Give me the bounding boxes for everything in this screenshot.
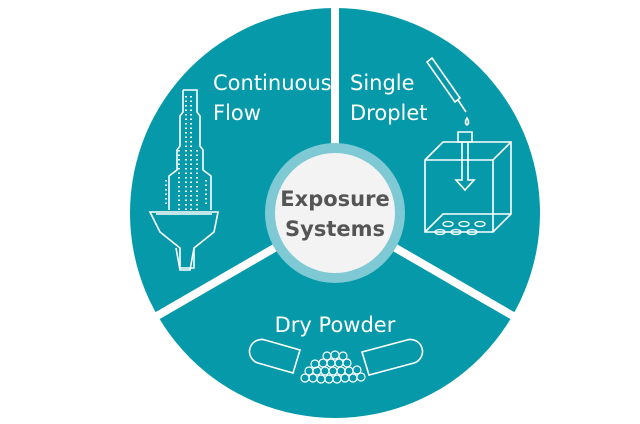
flow-column-icon (148, 89, 219, 271)
capsule-powder-icon (248, 338, 424, 384)
pipette-chamber-icon (424, 56, 512, 236)
segment-label-continuous-flow-line2: Flow (213, 101, 261, 125)
segment-label-single-droplet-line2: Droplet (350, 101, 428, 125)
center-label-line2: Systems (285, 217, 385, 241)
segment-label-continuous-flow: Continuous (213, 71, 332, 95)
center-label-line1: Exposure (280, 187, 389, 211)
center-circle (275, 153, 395, 273)
segment-label-single-droplet: Single (350, 71, 415, 95)
segment-label-dry-powder: Dry Powder (275, 313, 396, 337)
